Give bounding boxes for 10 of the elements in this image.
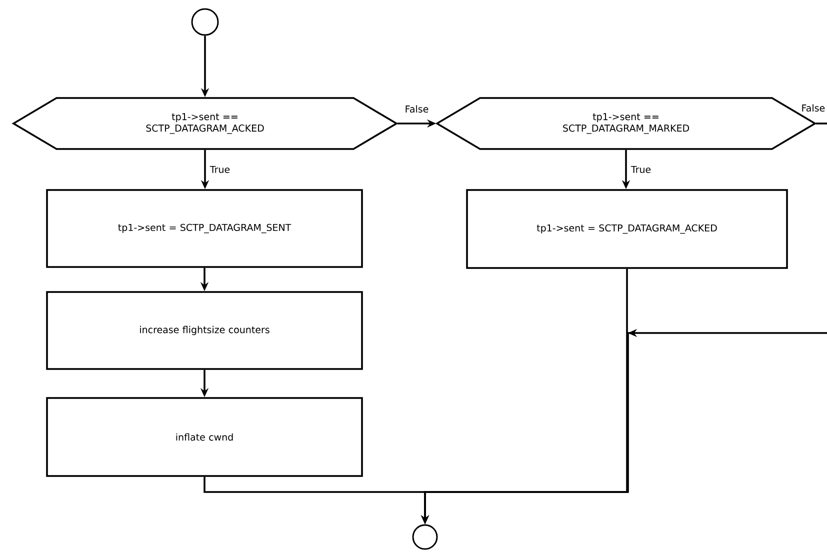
process-box: inflate cwnd — [46, 397, 363, 477]
terminal-circle — [191, 8, 219, 36]
edge-label: True — [630, 166, 651, 174]
process-box: increase flightsize counters — [46, 291, 363, 370]
edge-label: True — [210, 166, 230, 174]
edge-label: False — [802, 104, 825, 112]
edge-label: False — [406, 105, 428, 113]
terminal-circle — [412, 524, 438, 550]
process-box: tp1->sent = SCTP_DATAGRAM_SENT — [46, 189, 363, 268]
process-box: tp1->sent = SCTP_DATAGRAM_ACKED — [466, 189, 788, 269]
